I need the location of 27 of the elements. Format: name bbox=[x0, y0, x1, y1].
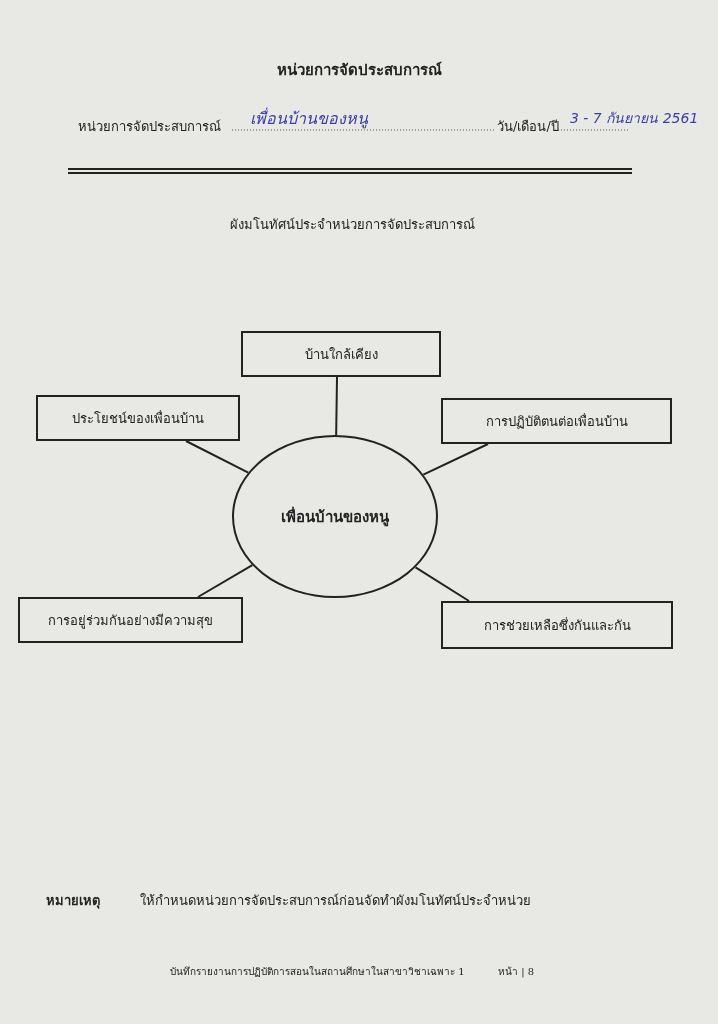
note-text: ให้กำหนดหน่วยการจัดประสบการณ์ก่อนจัดทำผังมโนทัศน์ประจำหน่วย bbox=[140, 892, 531, 910]
connector-line bbox=[335, 376, 338, 436]
connector-line bbox=[414, 566, 470, 602]
field-label: วัน/เดือน/ปี bbox=[497, 118, 559, 136]
page-number: หน้า | 8 bbox=[498, 965, 535, 979]
handwritten-entry: 3 - 7 กันยายน 2561 bbox=[570, 109, 699, 128]
subtopic-box bbox=[241, 331, 441, 377]
subtopic-box bbox=[36, 395, 240, 441]
subtopic-box bbox=[441, 398, 672, 444]
topic-ellipse bbox=[232, 435, 438, 598]
footer-text: บันทึกรายงานการปฏิบัติการสอนในสถานศึกษาในสาขาวิชาเฉพาะ 1 bbox=[170, 965, 465, 979]
node-text: ประโยชน์ของเพื่อนบ้าน bbox=[72, 409, 204, 428]
node-text: การอยู่ร่วมกันอย่างมีความสุข bbox=[48, 611, 213, 631]
connector-line bbox=[422, 443, 489, 476]
subtopic-box bbox=[441, 601, 673, 649]
connector-line bbox=[197, 564, 254, 598]
node-text: เพื่อนบ้านของหนู bbox=[281, 505, 389, 529]
page-title: หน่วยการจัดประสบการณ์ bbox=[275, 60, 443, 81]
diagram-subtitle: ผังมโนทัศน์ประจำหน่วยการจัดประสบการณ์ bbox=[230, 216, 475, 234]
note-label: หมายเหตุ bbox=[46, 892, 100, 911]
node-text: บ้านใกล้เคียง bbox=[304, 345, 378, 364]
node-text: การปฏิบัติตนต่อเพื่อนบ้าน bbox=[485, 412, 628, 431]
field-label: หน่วยการจัดประสบการณ์ bbox=[78, 118, 221, 136]
subtopic-box bbox=[18, 597, 243, 643]
handwritten-entry: เพื่อนบ้านของหนู bbox=[250, 106, 368, 131]
connector-line bbox=[185, 440, 250, 474]
node-text: การช่วยเหลือซึ่งกันและกัน bbox=[483, 616, 631, 635]
